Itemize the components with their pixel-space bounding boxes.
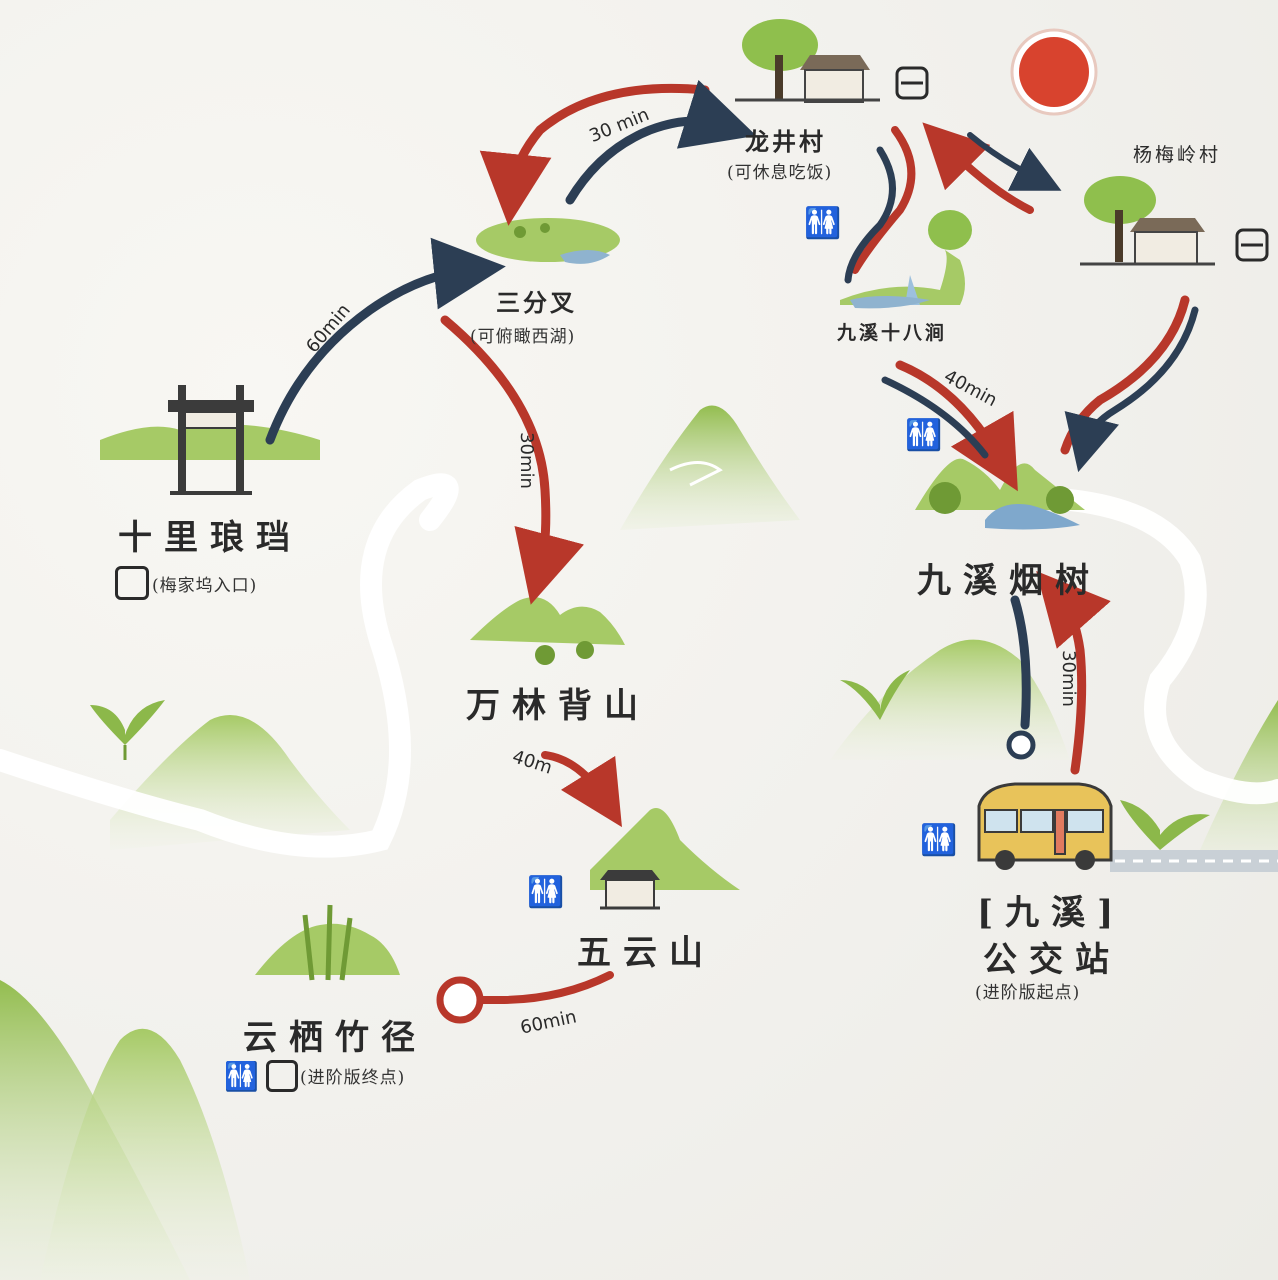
place-name-wanlin: 万林背山	[466, 686, 650, 726]
mountain-right	[830, 639, 1070, 760]
village-longjing-illustration	[735, 19, 880, 103]
village-yangmeiling-illustration	[1080, 176, 1215, 266]
place-note-yunqi: (进阶版终点)	[300, 1068, 406, 1088]
route-longjing-to-jiuxi18	[851, 126, 916, 274]
duration-sanfencha-wanlin: 30min	[515, 432, 537, 489]
place-name-shili: 十里琅珰	[118, 518, 302, 558]
mountain-far-right	[1200, 700, 1278, 860]
route-longjing-to-sanfencha	[479, 83, 710, 226]
tea-leaf-icon	[90, 700, 165, 760]
bamboo-illustration	[255, 904, 400, 981]
duration-station-yanshu: 30min	[1057, 650, 1079, 707]
tea-leaf-icon	[1120, 800, 1210, 850]
bus-station-illustration	[977, 782, 1113, 870]
place-name-longjing: 龙井村	[745, 127, 826, 156]
place-name-station-line1: [九溪]	[977, 893, 1126, 933]
place-name-jiuxiyanshu: 九溪烟树	[917, 561, 1101, 601]
bus-icon	[115, 566, 149, 600]
gate-icon	[100, 385, 320, 495]
route-end-marker	[436, 976, 484, 1024]
place-name-yunqi: 云栖竹径	[243, 1018, 427, 1058]
bus-icon	[266, 1060, 298, 1092]
restroom-icon: 🚻	[920, 823, 958, 858]
place-name-station-line2: 公交站	[983, 940, 1121, 980]
tea-leaf-icon	[840, 670, 910, 720]
place-name-wuyun: 五云山	[577, 933, 715, 973]
route-wanlin-to-wuyun	[541, 751, 622, 828]
river	[0, 473, 459, 858]
route-yangmeiling-to-yanshu	[1060, 295, 1190, 455]
wanlin-illustration	[470, 597, 625, 665]
route-yanshu-to-station	[1010, 595, 1031, 730]
mountain-center	[620, 405, 800, 530]
route-sanfencha-to-wanlin	[440, 315, 585, 605]
route-yangmeiling-to-longjing	[922, 122, 1034, 214]
restroom-icon: 🚻	[224, 1060, 259, 1093]
place-name-yangmeiling: 杨梅岭村	[1133, 144, 1222, 166]
sanfencha-illustration	[476, 218, 620, 264]
bus-icon	[895, 66, 929, 100]
restroom-icon: 🚻	[905, 418, 943, 453]
place-name-jiuxi18: 九溪十八涧	[837, 322, 948, 344]
route-shili-to-sanfencha	[265, 237, 506, 445]
place-note-sanfencha: (可俯瞰西湖)	[470, 327, 576, 347]
sun-icon	[1010, 28, 1098, 116]
place-note-shili: (梅家坞入口)	[152, 576, 258, 596]
jiuxi18-illustration	[840, 210, 972, 309]
route-longjing-to-yangmeiling	[967, 132, 1062, 191]
route-wuyun-to-yunqi	[476, 971, 614, 1004]
place-name-sanfencha: 三分叉	[496, 288, 577, 317]
route-start-marker	[1006, 730, 1036, 760]
restroom-icon: 🚻	[804, 206, 842, 241]
place-note-longjing: (可休息吃饭)	[727, 163, 833, 183]
bus-icon	[1235, 228, 1269, 262]
route-sanfencha-to-longjing	[565, 79, 757, 205]
mountain-bottom-left-2	[40, 1028, 250, 1280]
route-jiuxi18-to-yanshu	[895, 360, 1018, 492]
pavilion-icon	[590, 808, 740, 910]
route-station-to-yanshu	[1036, 570, 1111, 775]
restroom-icon: 🚻	[527, 875, 565, 910]
place-note-station: (进阶版起点)	[975, 983, 1081, 1003]
